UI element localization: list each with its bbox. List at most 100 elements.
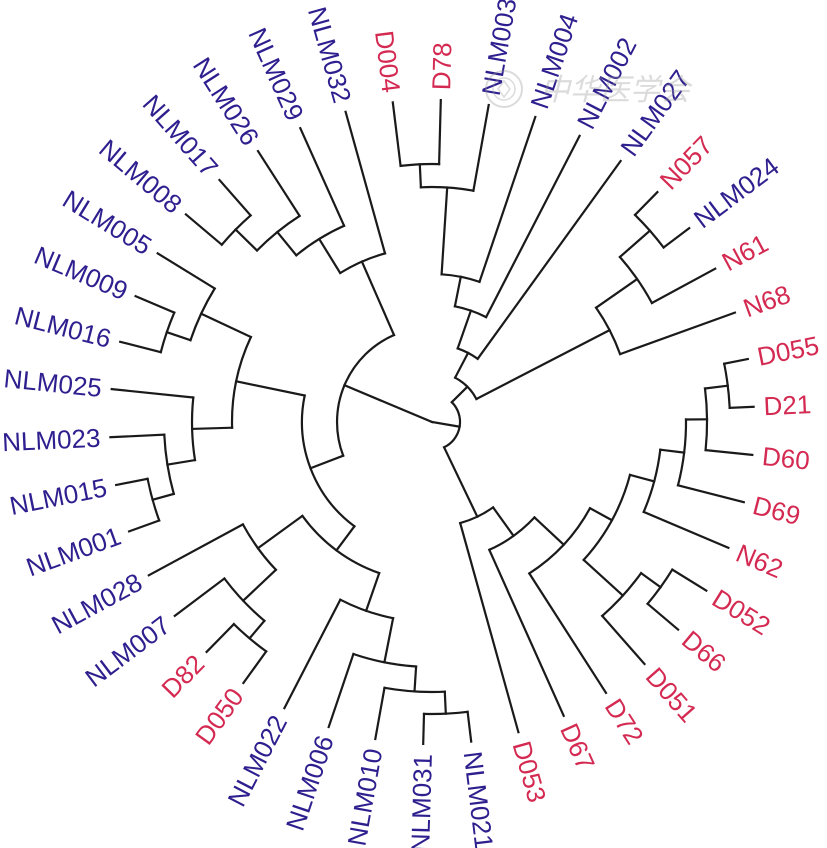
tree-branch-49 bbox=[588, 506, 614, 522]
tree-branch-106 bbox=[309, 454, 345, 470]
tree-branch-117 bbox=[344, 110, 387, 255]
tree-branch-40 bbox=[628, 473, 656, 483]
tree-branch-116 bbox=[317, 237, 342, 275]
tree-branch-29 bbox=[728, 405, 755, 410]
tree-branch-108 bbox=[217, 178, 253, 217]
tree-branch-87 bbox=[114, 477, 149, 487]
tree-branch-75 bbox=[205, 622, 236, 654]
tree-branch-80 bbox=[241, 568, 278, 603]
tree-branch-111 bbox=[256, 149, 302, 218]
leaf-label: NLM009 bbox=[30, 240, 132, 306]
tree-branch-47 bbox=[582, 558, 625, 598]
tree-branch-99 bbox=[165, 330, 192, 342]
tree-branch-37 bbox=[659, 448, 686, 454]
leaf-label: D82 bbox=[156, 649, 211, 704]
tree-branch-73 bbox=[364, 571, 381, 613]
tree-branch-92 bbox=[166, 458, 197, 466]
watermark-text: 中华医学会 bbox=[540, 73, 693, 108]
tree-branch-31 bbox=[703, 384, 730, 390]
tree-branch-28 bbox=[722, 357, 750, 365]
tree-branch-90 bbox=[109, 433, 166, 439]
tree-branch-13 bbox=[476, 159, 623, 361]
leaf-label: D69 bbox=[750, 490, 804, 531]
leaf-label: D72 bbox=[599, 693, 650, 749]
tree-branch-61 bbox=[466, 710, 473, 743]
tree-branch-96 bbox=[118, 340, 163, 354]
leaf-label: D60 bbox=[761, 441, 812, 476]
tree-branch-9 bbox=[453, 275, 463, 308]
tree-branch-83 bbox=[256, 514, 304, 550]
tree-branch-16 bbox=[633, 190, 659, 217]
journal-watermark: 中华医学会 bbox=[485, 70, 693, 108]
tree-branches bbox=[109, 98, 755, 746]
tree-branch-20 bbox=[650, 267, 717, 305]
leaf-label: N057 bbox=[654, 130, 719, 195]
tree-branch-19 bbox=[618, 229, 652, 259]
tree-branch-3 bbox=[418, 163, 423, 189]
tree-branch-45 bbox=[600, 614, 647, 666]
tree-branch-7 bbox=[478, 115, 537, 284]
tree-branch-50 bbox=[527, 571, 608, 695]
tree-branch-65 bbox=[374, 686, 386, 741]
tree-branch-42 bbox=[646, 602, 680, 632]
tree-branch-23 bbox=[618, 311, 737, 356]
tree-branch-17 bbox=[662, 226, 691, 250]
leaf-label: D78 bbox=[426, 42, 457, 91]
leaf-label: D050 bbox=[189, 682, 250, 750]
tree-branch-95 bbox=[190, 426, 234, 431]
tree-branch-41 bbox=[670, 568, 708, 593]
tree-branch-60 bbox=[430, 420, 461, 428]
leaf-label: NLM032 bbox=[302, 4, 357, 107]
tree-branch-62 bbox=[422, 712, 426, 746]
leaf-label: NLM023 bbox=[2, 423, 102, 458]
tree-branch-12 bbox=[456, 309, 473, 350]
tree-branch-113 bbox=[275, 230, 298, 257]
leaf-label: N68 bbox=[739, 279, 794, 323]
tree-branch-74 bbox=[241, 649, 268, 685]
leaf-label: N62 bbox=[732, 538, 788, 584]
leaf-label: N61 bbox=[717, 228, 773, 277]
leaf-label: NLM001 bbox=[22, 521, 125, 583]
leaf-label: NLM015 bbox=[7, 472, 109, 521]
tree-branch-86 bbox=[127, 519, 161, 533]
leaf-label: D051 bbox=[640, 662, 704, 728]
leaf-label: NLM006 bbox=[280, 732, 340, 835]
tree-branch-89 bbox=[151, 492, 176, 502]
tree-branch-71 bbox=[282, 598, 342, 710]
leaf-label: D21 bbox=[763, 389, 812, 421]
tree-branch-38 bbox=[642, 510, 730, 550]
leaf-label: D004 bbox=[369, 29, 406, 94]
tree-branch-120 bbox=[335, 333, 396, 458]
leaf-label: NLM029 bbox=[242, 23, 310, 125]
tree-branch-78 bbox=[173, 576, 226, 618]
tree-branch-107 bbox=[184, 212, 224, 247]
tree-branch-52 bbox=[532, 515, 566, 547]
tree-branch-85 bbox=[334, 524, 356, 552]
leaf-label: NLM010 bbox=[341, 746, 388, 848]
tree-branch-53 bbox=[487, 548, 566, 718]
tree-branch-1 bbox=[437, 98, 442, 166]
tree-branch-114 bbox=[298, 126, 346, 228]
tree-branch-68 bbox=[327, 652, 355, 729]
leaf-label: D67 bbox=[554, 719, 601, 775]
tree-branch-97 bbox=[134, 294, 176, 315]
tree-branch-56 bbox=[458, 521, 520, 734]
leaf-label: D053 bbox=[507, 738, 553, 806]
tree-branch-25 bbox=[474, 328, 612, 401]
tree-branch-35 bbox=[676, 483, 746, 504]
tree-branch-121 bbox=[342, 383, 434, 424]
tree-branch-119 bbox=[360, 260, 396, 337]
tree-branch-110 bbox=[234, 227, 259, 253]
leaf-label: NLM031 bbox=[405, 753, 438, 848]
tree-branch-93 bbox=[110, 387, 195, 399]
tree-branch-67 bbox=[413, 665, 418, 693]
leaf-label: NLM025 bbox=[2, 363, 103, 403]
tree-branch-70 bbox=[383, 616, 395, 664]
tree-branch-64 bbox=[443, 690, 447, 715]
tree-branch-15 bbox=[453, 351, 470, 380]
tree-branch-58 bbox=[442, 445, 479, 519]
leaf-label: NLM021 bbox=[458, 750, 500, 848]
